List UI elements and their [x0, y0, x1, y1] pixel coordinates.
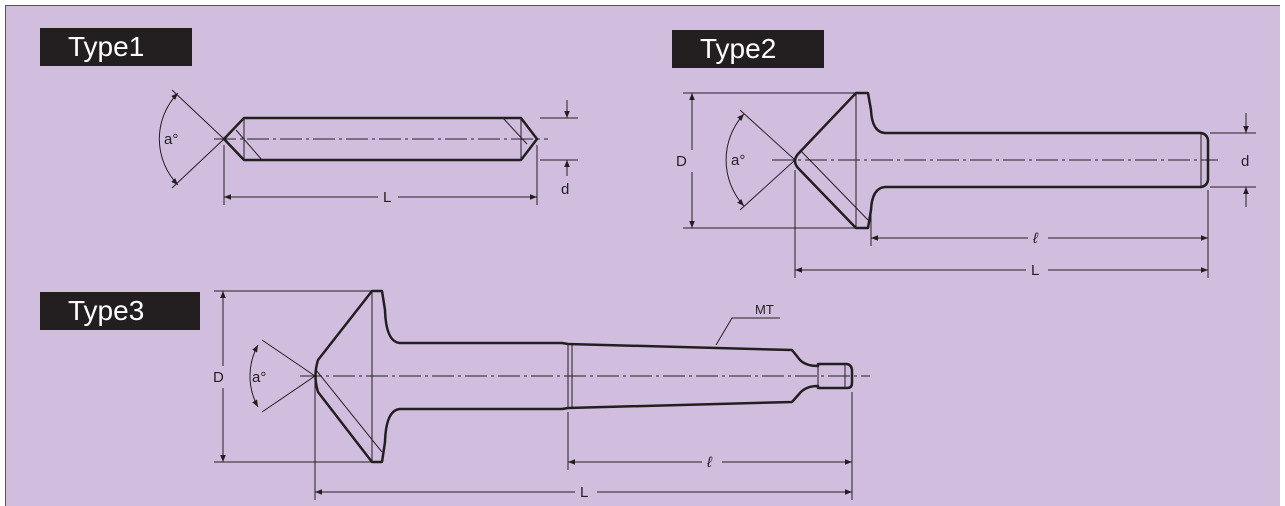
type3-D-label: D	[213, 369, 224, 386]
type3-L-label: L	[580, 484, 588, 501]
type2-angle-ray-lower	[739, 159, 796, 211]
type2-angle-label: a°	[731, 152, 745, 169]
type3-l-label: ℓ	[706, 454, 713, 471]
type2-angle-ray-upper	[739, 109, 796, 161]
type1-L-label: L	[383, 189, 391, 206]
type2-angle-arc	[725, 113, 745, 207]
type3-tool-outline	[314, 289, 854, 464]
type2-drawing	[683, 91, 1256, 278]
drawing-panel	[5, 5, 1280, 506]
type1-angle-ray-upper	[171, 89, 225, 140]
type2-l-label: ℓ	[1032, 230, 1039, 247]
type2-L-label: L	[1031, 262, 1039, 279]
type3-label: Type3	[40, 292, 200, 330]
type3-MT-label: MT	[755, 302, 774, 317]
type1-edge-left	[235, 129, 263, 161]
type1-label: Type1	[40, 28, 192, 66]
type2-d-label: d	[1241, 153, 1249, 170]
type3-angle-arc	[249, 344, 259, 408]
type3-cutting-edge	[315, 369, 383, 453]
type3-drawing	[214, 289, 870, 500]
type2-cutting-edge	[799, 149, 869, 221]
type3-angle-ray-upper	[261, 339, 316, 377]
type1-angle-arc	[158, 92, 179, 186]
type1-drawing	[158, 89, 578, 205]
type1-edge-right	[502, 117, 528, 145]
type2-label: Type2	[672, 30, 824, 68]
type2-D-label: D	[676, 153, 687, 170]
type3-angle-label: a°	[252, 369, 266, 386]
type3-angle-ray-lower	[261, 375, 316, 413]
type1-angle-ray-lower	[171, 138, 225, 189]
type1-angle-label: a°	[164, 131, 178, 148]
type2-tool-outline	[793, 91, 1210, 230]
type3-MT-leader	[715, 317, 780, 346]
type1-d-label: d	[561, 181, 569, 198]
